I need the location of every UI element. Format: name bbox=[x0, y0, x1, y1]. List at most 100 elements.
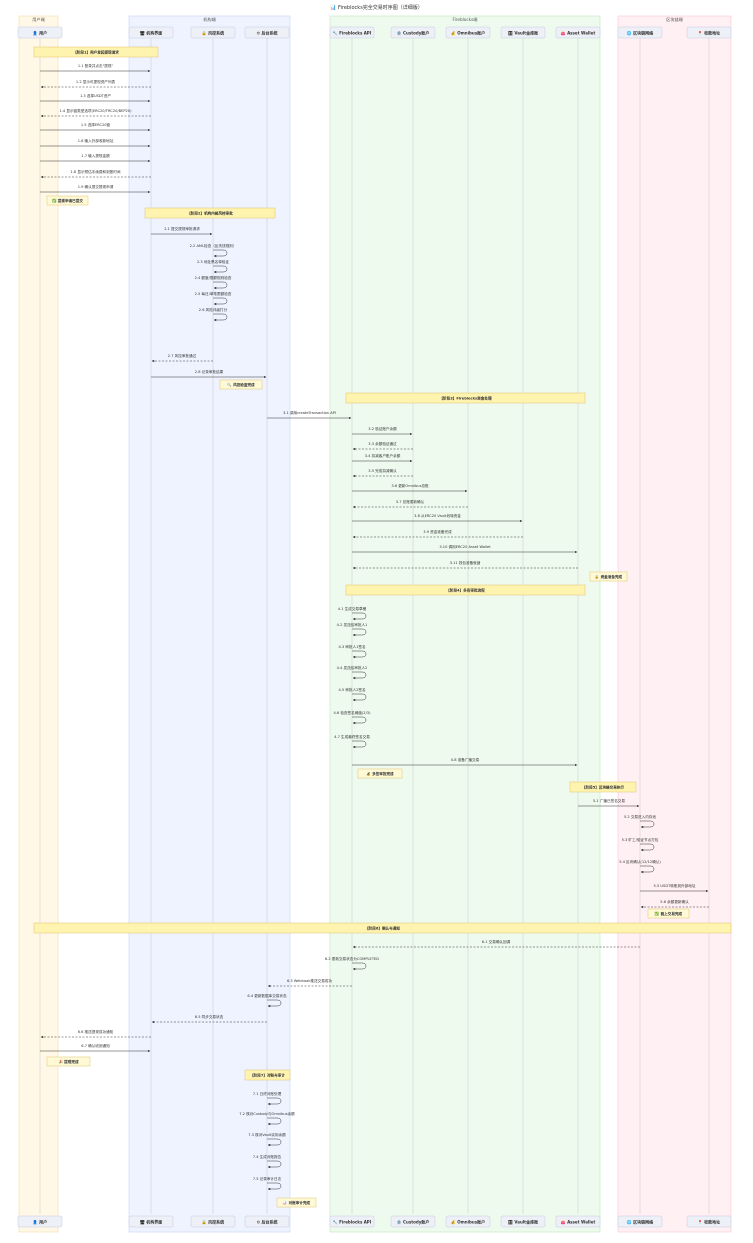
message-label-62: 7.1 日终对账处理 bbox=[253, 1091, 282, 1096]
message-label-38: 4.4 发送给审批人2 bbox=[337, 665, 368, 670]
note-label-34: 【阶段4】多签审批流程 bbox=[446, 587, 485, 592]
message-label-8: 1.8 显示预估手续费和到账时间 bbox=[71, 169, 121, 174]
message-label-32: 3.11 钱包准备就绪 bbox=[450, 560, 481, 565]
message-arrow-39 bbox=[352, 693, 367, 702]
note-label-20: 🔍 风控检查完成 bbox=[227, 382, 255, 387]
message-label-22: 3.1 调用createTransaction API bbox=[283, 410, 336, 415]
message-arrow-41 bbox=[352, 740, 367, 749]
message-label-15: 2.4 额度/限额规则检查 bbox=[195, 275, 232, 280]
message-label-50: 5.6 余额更新确认 bbox=[660, 899, 689, 904]
note-box-61 bbox=[244, 1069, 291, 1081]
note-box-21 bbox=[345, 392, 586, 404]
message-label-41: 4.7 生成最终签名交易 bbox=[334, 734, 370, 739]
message-label-63: 7.2 核对Custody与Omnibus余额 bbox=[239, 1111, 295, 1116]
message-label-65: 7.4 生成对账报告 bbox=[253, 1154, 282, 1159]
actor-label-risk-bottom: 🔒 风控系统 bbox=[202, 1218, 224, 1224]
message-arrow-54 bbox=[352, 962, 367, 971]
actor-box-biz-top bbox=[244, 26, 290, 39]
note-label-33: 🔒 资金准备完成 bbox=[595, 574, 623, 579]
message-label-46: 5.2 交易进入内存池 bbox=[624, 814, 656, 819]
message-label-58: 6.6 推送提现成功通知 bbox=[78, 1029, 114, 1034]
message-arrow-46 bbox=[640, 820, 655, 829]
actor-label-asset-bottom: 👛 Asset Wallet bbox=[561, 1219, 596, 1224]
actor-label-risk-top: 🔒 风控系统 bbox=[202, 29, 224, 35]
message-label-39: 4.5 审批人2签名 bbox=[338, 687, 366, 692]
actor-label-api-bottom: 🔧 Fireblocks API bbox=[333, 1219, 372, 1224]
message-label-35: 4.1 生成交易草稿 bbox=[338, 606, 367, 611]
message-label-26: 3.5 完成扣减确认 bbox=[368, 468, 397, 473]
message-label-19: 2.8 记录审批结果 bbox=[195, 369, 224, 374]
actor-box-inst-bottom bbox=[128, 1215, 174, 1228]
actor-box-api-bottom bbox=[329, 1215, 375, 1228]
message-arrow-35 bbox=[352, 612, 367, 621]
message-arrow-64 bbox=[267, 1138, 282, 1147]
group-g_inst bbox=[128, 15, 291, 1233]
group-g_fb bbox=[329, 15, 601, 1233]
group-g_chain bbox=[617, 15, 732, 1233]
actor-label-recv-bottom: 📍 收款地址 bbox=[698, 1218, 720, 1224]
message-label-54: 6.2 更新交易状态为COMPLETED bbox=[325, 956, 379, 961]
actor-box-user-bottom bbox=[17, 1215, 63, 1228]
message-arrow-36 bbox=[352, 628, 367, 637]
note-box-51 bbox=[647, 908, 690, 919]
message-label-48: 5.4 区块确认(12/12确认) bbox=[619, 859, 661, 864]
actor-label-custody-top: 🏦 Custody账户 bbox=[397, 29, 430, 35]
message-arrow-38 bbox=[352, 671, 367, 680]
message-label-5: 1.5 选择ERC20链 bbox=[81, 122, 111, 127]
message-arrow-15 bbox=[213, 281, 228, 290]
message-label-14: 2.3 地址黑名单验证 bbox=[197, 259, 229, 264]
message-arrow-16 bbox=[213, 297, 228, 306]
group-g_user bbox=[18, 15, 59, 1233]
actor-box-risk-top bbox=[190, 26, 236, 39]
message-label-55: 6.3 Webhook推送交易成功 bbox=[287, 978, 332, 983]
actor-box-vault-top bbox=[500, 26, 546, 39]
actor-box-omni-top bbox=[445, 26, 491, 39]
message-label-45: 5.1 广播已签名交易 bbox=[593, 798, 625, 803]
message-arrow-63 bbox=[267, 1117, 282, 1126]
message-label-6: 1.6 输入外部收款地址 bbox=[78, 138, 114, 143]
actor-box-risk-bottom bbox=[190, 1215, 236, 1228]
note-box-34 bbox=[345, 584, 586, 596]
actor-label-biz-bottom: ⚙ 后台系统 bbox=[257, 1218, 278, 1224]
actor-label-net-top: 🌐 区块链网络 bbox=[627, 29, 653, 35]
note-box-43 bbox=[357, 768, 403, 779]
message-label-3: 1.3 选择USDT资产 bbox=[80, 93, 112, 98]
actor-label-omni-top: 💰 Omnibus账户 bbox=[451, 29, 485, 35]
actor-label-inst-top: 🖥 机构界面 bbox=[140, 29, 162, 35]
message-label-4: 1.4 显示链类型选项(ERC20/TRC20/BEP20) bbox=[60, 108, 133, 113]
message-label-25: 3.4 扣减客户账户余额 bbox=[365, 453, 401, 458]
actor-label-custody-bottom: 🏦 Custody账户 bbox=[397, 1218, 430, 1224]
message-label-23: 3.2 验证账户余额 bbox=[368, 426, 397, 431]
actor-label-api-top: 🔧 Fireblocks API bbox=[333, 30, 372, 35]
note-box-52 bbox=[33, 922, 732, 934]
note-label-11: 【阶段2】机构内部风控审批 bbox=[187, 210, 233, 215]
group-label-g_inst: 机构端 bbox=[203, 16, 216, 23]
message-label-16: 2.5 每日/单笔限额检查 bbox=[195, 291, 232, 296]
message-label-27: 3.6 更新Omnibus总账 bbox=[391, 483, 429, 488]
note-label-61: 【阶段7】对账与审计 bbox=[250, 1072, 285, 1077]
note-box-60 bbox=[46, 1056, 91, 1067]
message-label-2: 1.2 显示可提现资产列表 bbox=[76, 79, 116, 84]
message-arrow-13 bbox=[213, 249, 228, 258]
message-arrow-37 bbox=[352, 650, 367, 659]
actor-box-api-top bbox=[329, 26, 375, 39]
message-label-9: 1.9 确认提交提现申请 bbox=[78, 184, 114, 189]
message-arrow-66 bbox=[267, 1182, 282, 1191]
diagram-title: 📊 Fireblocks完全交易时序图（详细版） bbox=[330, 5, 423, 11]
actor-box-recv-top bbox=[686, 26, 732, 39]
actor-box-custody-bottom bbox=[390, 1215, 436, 1228]
message-label-66: 7.5 记录审计日志 bbox=[253, 1176, 282, 1181]
note-label-43: 🔏 多签审批完成 bbox=[366, 771, 394, 776]
message-label-31: 3.10 调用ERC20 Asset Wallet bbox=[439, 544, 491, 549]
note-label-52: 【阶段6】确认与通知 bbox=[365, 925, 400, 930]
message-label-28: 3.7 总账更新确认 bbox=[396, 499, 425, 504]
actor-box-biz-bottom bbox=[244, 1215, 290, 1228]
message-label-29: 3.8 从ERC20 Vault划转资金 bbox=[414, 513, 461, 518]
actor-box-net-top bbox=[617, 26, 663, 39]
note-box-67 bbox=[276, 1197, 317, 1208]
actor-box-inst-top bbox=[128, 26, 174, 39]
note-box-20 bbox=[219, 379, 263, 390]
actor-label-user-bottom: 👤 用户 bbox=[33, 1218, 47, 1224]
